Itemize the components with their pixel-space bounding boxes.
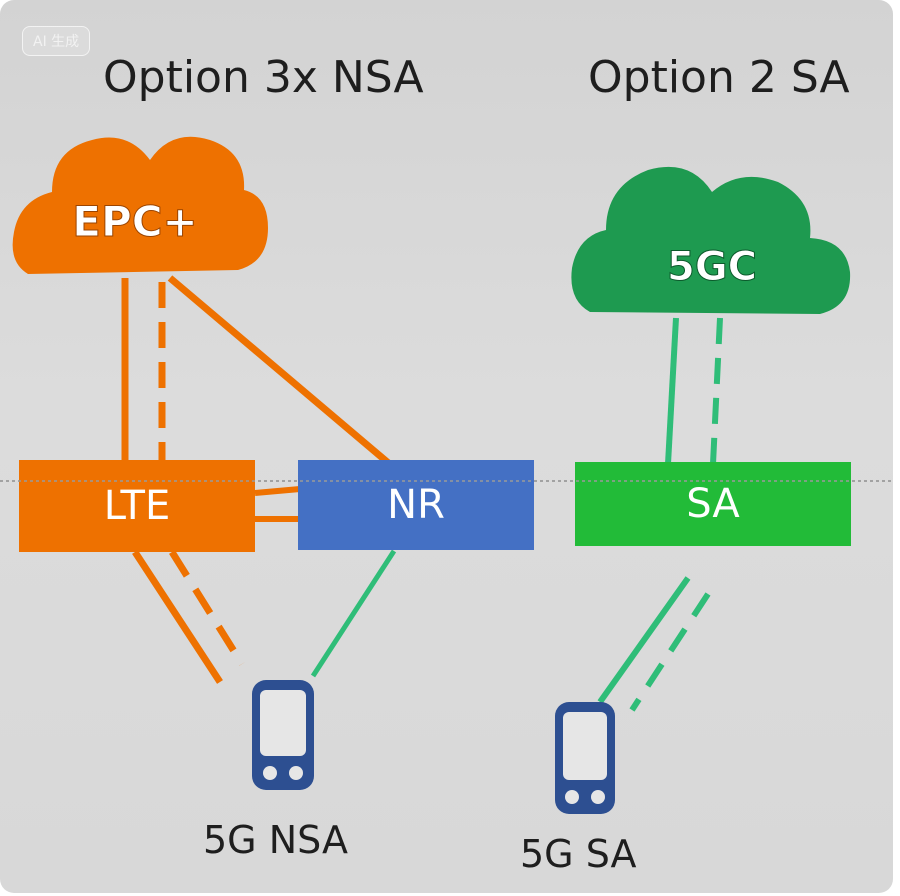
epc-cloud-label: EPC+ xyxy=(72,197,198,246)
nr-box: NR xyxy=(298,460,534,550)
device-label-5g-nsa: 5G NSA xyxy=(203,818,348,862)
sa-box: SA xyxy=(575,462,851,546)
link-lte-device-solid xyxy=(132,550,223,684)
link-nr-device xyxy=(310,549,397,678)
link-lte-nr-upper xyxy=(254,486,301,496)
phone-icon xyxy=(555,702,615,814)
phone-icon xyxy=(252,680,314,790)
link-5gc-sa-dashed xyxy=(710,317,723,465)
ai-generated-badge: AI 生成 xyxy=(22,26,91,56)
link-sa-device-solid xyxy=(597,576,691,704)
fivegc-cloud: 5GC xyxy=(571,166,851,314)
title-option-3x-nsa: Option 3x NSA xyxy=(103,52,424,103)
title-option-2-sa: Option 2 SA xyxy=(588,52,850,103)
epc-cloud: EPC+ xyxy=(12,136,268,274)
device-label-5g-sa: 5G SA xyxy=(520,832,637,876)
fivegc-cloud-label: 5GC xyxy=(667,244,757,290)
link-lte-device-dashed xyxy=(169,550,245,666)
link-sa-device-dashed xyxy=(629,592,711,712)
link-5gc-sa-solid xyxy=(665,317,679,465)
link-epc-nr xyxy=(167,275,395,469)
lte-box: LTE xyxy=(19,460,255,552)
